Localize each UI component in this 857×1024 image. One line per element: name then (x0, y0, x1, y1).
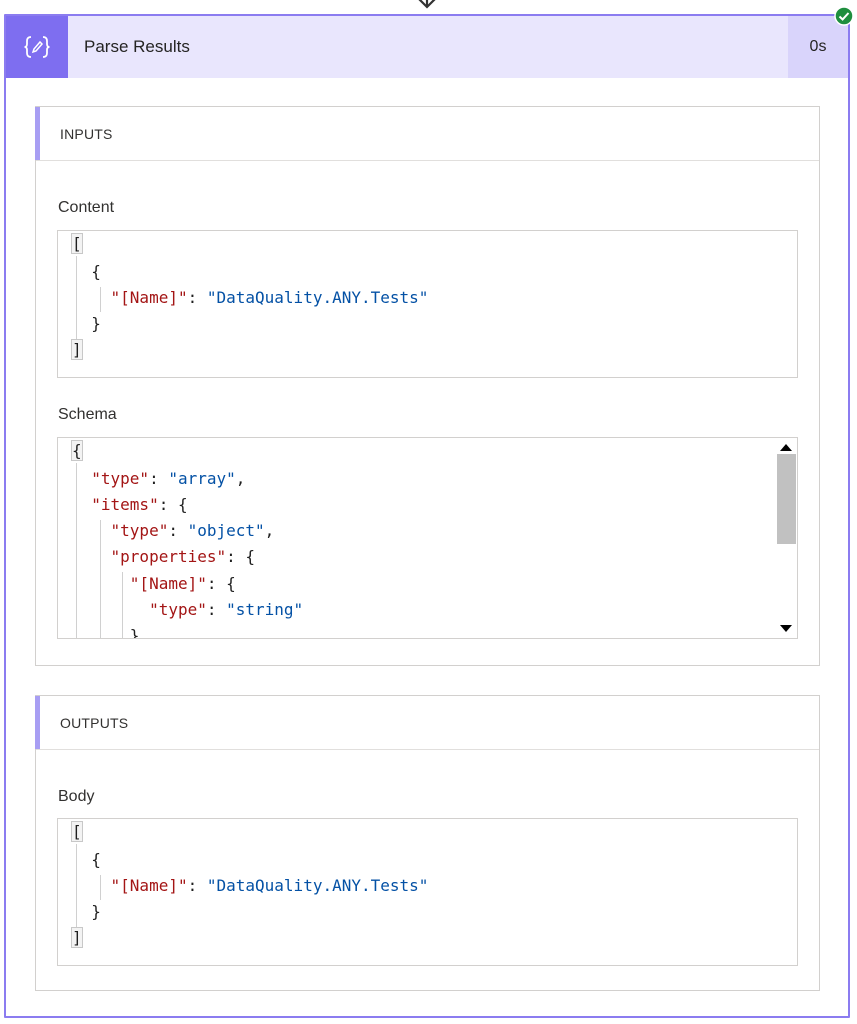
action-card: Parse Results 0s INPUTS Content [ { "[Na… (4, 14, 850, 1018)
outputs-section-title: OUTPUTS (60, 714, 129, 731)
code-line-kv: "type": "object", (110, 521, 275, 540)
body-label: Body (58, 788, 95, 805)
schema-scroll-thumb[interactable] (777, 454, 796, 544)
inputs-section-title: INPUTS (60, 125, 113, 142)
flow-connector-arrow-icon (418, 0, 436, 9)
code-line: { (72, 262, 101, 281)
scroll-up-icon[interactable] (779, 442, 793, 452)
code-line: { (72, 850, 101, 869)
code-line: { (71, 440, 83, 461)
code-line: } (72, 626, 140, 639)
code-line: [ (71, 233, 83, 254)
schema-code-box[interactable]: { "type": "array", "items": { "type": "o… (57, 437, 798, 639)
code-line: [ (71, 821, 83, 842)
schema-label: Schema (58, 406, 117, 423)
outputs-section-header: OUTPUTS (35, 696, 819, 750)
action-icon-tile (6, 16, 68, 78)
json-braces-pencil-icon (24, 36, 50, 58)
action-header[interactable]: Parse Results 0s (6, 16, 848, 78)
code-line: ] (71, 339, 83, 360)
outputs-section: OUTPUTS Body [ { "[Name]": "DataQuality.… (35, 695, 820, 991)
success-check-icon (834, 6, 854, 26)
code-line: } (72, 902, 101, 921)
code-line-kv: "[Name]": "DataQuality.ANY.Tests" (110, 288, 429, 307)
code-line-kv: "[Name]": { (129, 574, 236, 593)
action-title: Parse Results (84, 37, 190, 56)
code-line: } (72, 314, 101, 333)
code-line-kv: "items": { (91, 495, 188, 514)
schema-scrollbar[interactable] (775, 438, 797, 638)
body-code-box[interactable]: [ { "[Name]": "DataQuality.ANY.Tests" } … (57, 818, 798, 966)
code-line-kv: "[Name]": "DataQuality.ANY.Tests" (110, 876, 429, 895)
code-line-kv: "type": "string" (149, 600, 304, 619)
action-duration: 0s (788, 16, 848, 78)
code-line-kv: "type": "array", (91, 469, 246, 488)
inputs-section-header: INPUTS (35, 107, 819, 161)
content-code-box[interactable]: [ { "[Name]": "DataQuality.ANY.Tests" } … (57, 230, 798, 378)
scroll-down-icon[interactable] (779, 624, 793, 634)
inputs-section: INPUTS Content [ { "[Name]": "DataQualit… (35, 106, 820, 666)
code-line: ] (71, 927, 83, 948)
code-line-kv: "properties": { (110, 547, 256, 566)
content-label: Content (58, 199, 115, 216)
